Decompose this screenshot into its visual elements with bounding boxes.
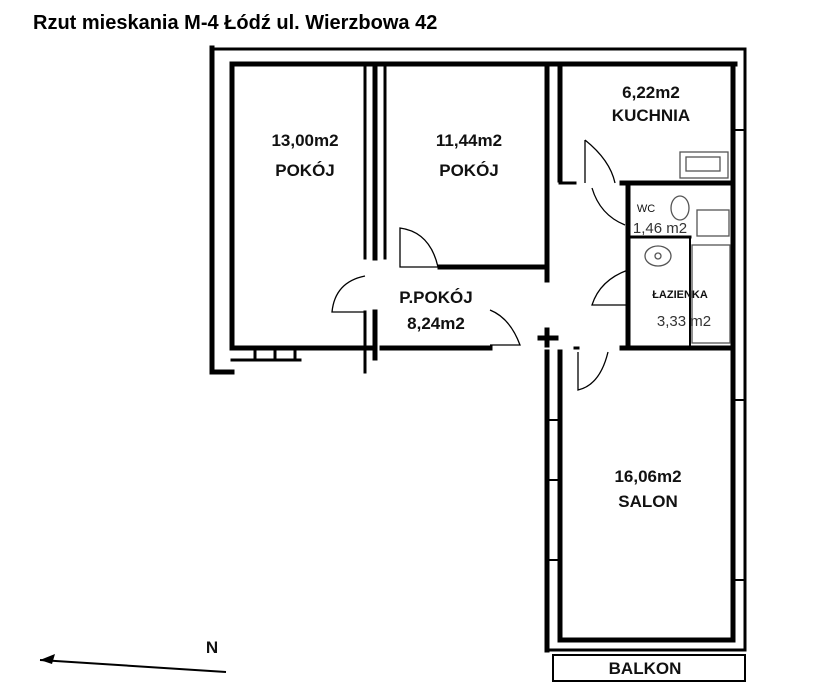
- pokoj1-name: POKÓJ: [275, 161, 335, 180]
- doors: [331, 139, 629, 391]
- kuchnia-area: 6,22m2: [622, 83, 680, 102]
- door-wc: [591, 187, 626, 226]
- wc-area: 1,46 m2: [633, 220, 687, 237]
- outer-wall-left-block: [209, 45, 235, 375]
- lazienka-name: ŁAZIENKA: [652, 289, 708, 301]
- kuchnia-name: KUCHNIA: [612, 106, 690, 125]
- pokoj1-area: 13,00m2: [271, 131, 338, 150]
- door-pokoj2: [399, 227, 439, 268]
- salon-area: 16,06m2: [614, 467, 681, 486]
- balcony-outline: [552, 654, 746, 682]
- przedpokoj-area: 8,24m2: [407, 314, 465, 333]
- balkon-name: BALKON: [609, 659, 682, 678]
- pokoj2-name: POKÓJ: [439, 161, 499, 180]
- room-labels: 13,00m2 POKÓJ 11,44m2 POKÓJ 6,22m2 KUCHN…: [271, 83, 711, 678]
- page-title: Rzut mieskania M-4 Łódź ul. Wierzbowa 42: [33, 12, 438, 34]
- arrow-left-icon: [40, 654, 55, 664]
- wc-sink: [696, 209, 730, 237]
- lazienka-area: 3,33 m2: [657, 313, 711, 330]
- toilet-icon: [670, 195, 690, 221]
- salon-name: SALON: [618, 492, 678, 511]
- compass: N: [39, 638, 227, 673]
- north-arrow-shaft: [39, 659, 227, 673]
- door-lazienka: [591, 269, 629, 306]
- kitchen-counter: [679, 151, 729, 179]
- compass-north-label: N: [206, 638, 218, 657]
- door-pokoj1: [331, 275, 366, 313]
- bath-sink: [644, 245, 672, 267]
- pokoj2-area: 11,44m2: [436, 131, 502, 150]
- fixtures: [644, 151, 731, 344]
- przedpokoj-name: P.POKÓJ: [399, 288, 472, 307]
- door-przedpokoj: [489, 309, 521, 346]
- walls: [209, 45, 747, 682]
- door-kuchnia: [584, 139, 616, 184]
- bathtub: [691, 244, 731, 344]
- wc-name: WC: [637, 203, 655, 215]
- door-salon: [577, 351, 609, 391]
